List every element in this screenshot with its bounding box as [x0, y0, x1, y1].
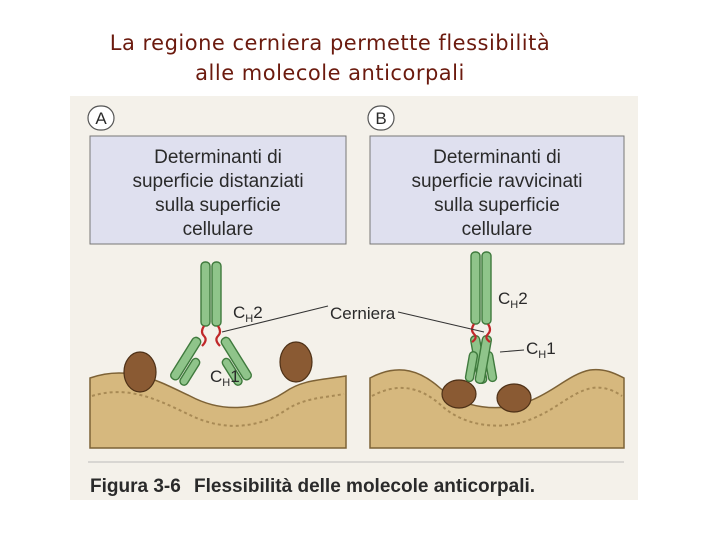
- hinge-b-left: [470, 323, 477, 343]
- antibody-b: [464, 251, 498, 385]
- svg-text:cellulare: cellulare: [462, 219, 533, 240]
- figure-caption: Figura 3-6 Flessibilità delle molecole a…: [88, 461, 624, 497]
- hinge-a-left: [200, 325, 207, 347]
- svg-text:superficie ravvicinati: superficie ravvicinati: [411, 171, 582, 192]
- svg-text:CH2: CH2: [498, 289, 528, 311]
- figure-svg: A B Determinanti di superficie distanzia…: [70, 96, 638, 500]
- svg-text:cellulare: cellulare: [183, 219, 254, 240]
- svg-text:Flessibilità delle molecole an: Flessibilità delle molecole anticorpali.: [194, 476, 535, 497]
- panel-b-letter: B: [367, 105, 395, 131]
- ch1-label-b: CH1: [526, 339, 556, 361]
- ch1-label-a: CH1: [210, 367, 240, 389]
- svg-text:Figura 3-6: Figura 3-6: [90, 476, 181, 497]
- svg-text:CH1: CH1: [526, 339, 556, 361]
- svg-text:superficie distanziati: superficie distanziati: [132, 171, 303, 192]
- antigen-b-right: [496, 383, 532, 413]
- hinge-a-right: [215, 325, 222, 347]
- antibody-a: [169, 261, 253, 386]
- cell-surface-b: [369, 368, 625, 449]
- title-line-1: La regione cerniera permette flessibilit…: [109, 31, 551, 55]
- hinge-b-right: [485, 323, 492, 343]
- ch2-label-b: CH2: [498, 289, 528, 311]
- svg-text:Determinanti di: Determinanti di: [154, 147, 282, 168]
- hinge-label: Cerniera: [330, 304, 396, 323]
- svg-text:Cerniera: Cerniera: [330, 304, 396, 323]
- panel-a-description-box: Determinanti di superficie distanziati s…: [89, 135, 347, 245]
- svg-text:B: B: [375, 109, 386, 128]
- svg-text:CH1: CH1: [210, 367, 240, 389]
- svg-text:CH2: CH2: [233, 303, 263, 325]
- slide-title: La regione cerniera permette flessibilit…: [0, 28, 660, 88]
- antigen-a-right: [279, 341, 313, 383]
- panel-a-letter: A: [87, 105, 115, 131]
- svg-text:Determinanti di: Determinanti di: [433, 147, 561, 168]
- antigen-a-left: [123, 351, 157, 393]
- antibody-figure: A B Determinanti di superficie distanzia…: [70, 96, 638, 500]
- title-line-2: alle molecole anticorpali: [195, 61, 465, 85]
- svg-text:A: A: [95, 109, 107, 128]
- ch2-label-a: CH2: [233, 303, 263, 325]
- svg-text:sulla superficie: sulla superficie: [155, 195, 281, 216]
- antigen-b-left: [441, 379, 477, 409]
- svg-text:sulla superficie: sulla superficie: [434, 195, 560, 216]
- panel-b-description-box: Determinanti di superficie ravvicinati s…: [369, 135, 625, 245]
- label-leader-lines: [221, 305, 525, 353]
